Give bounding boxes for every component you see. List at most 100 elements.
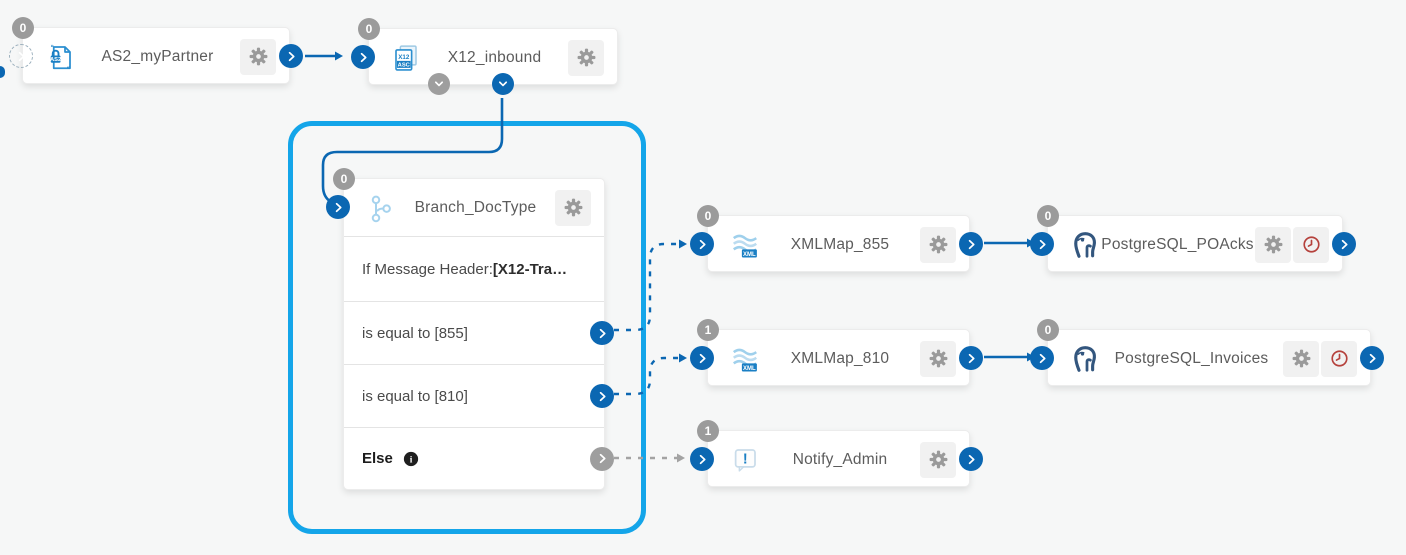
chevron-right-icon xyxy=(968,353,975,363)
chevron-right-icon xyxy=(968,454,975,464)
case-output-port[interactable] xyxy=(590,384,614,408)
execution-count-badge: 1 xyxy=(697,319,719,341)
chevron-right-icon xyxy=(18,51,25,61)
xml-map-icon xyxy=(732,348,759,373)
gear-icon xyxy=(1264,235,1282,254)
execution-count-badge: 0 xyxy=(12,17,34,39)
branch-icon xyxy=(371,195,391,222)
node-branch-doctype[interactable]: 0 Branch_DocType If Message Header: [X12… xyxy=(326,168,614,490)
node-xmlmap-855[interactable]: 0 XMLMap_855 xyxy=(690,205,983,272)
input-port[interactable] xyxy=(690,232,714,256)
as2-document-icon xyxy=(49,42,71,72)
chevron-right-icon xyxy=(968,239,975,249)
execution-count-badge: 1 xyxy=(697,420,719,442)
output-port[interactable] xyxy=(959,232,983,256)
settings-button[interactable] xyxy=(1283,340,1319,377)
input-port[interactable] xyxy=(351,45,375,69)
else-output-port[interactable] xyxy=(590,446,614,471)
gear-icon xyxy=(249,47,267,66)
chevron-right-icon xyxy=(699,353,706,363)
execution-count-badge: 0 xyxy=(1037,319,1059,341)
output-port[interactable] xyxy=(959,447,983,471)
condition-field: [X12-Tra… xyxy=(492,260,568,278)
condition-text: Else xyxy=(362,450,393,467)
node-title: Branch_DocType xyxy=(414,198,537,216)
chevron-right-icon xyxy=(699,454,706,464)
gear-icon xyxy=(929,235,947,254)
input-port[interactable] xyxy=(1030,232,1054,256)
settings-button[interactable] xyxy=(568,39,604,76)
chevron-right-icon xyxy=(360,52,367,62)
node-notify-admin[interactable]: 1 Notify_Admin xyxy=(690,420,983,487)
gear-icon xyxy=(1292,349,1310,368)
settings-button[interactable] xyxy=(240,38,276,75)
input-port[interactable] xyxy=(690,346,714,370)
gear-icon xyxy=(929,349,947,368)
branch-case-855[interactable]: is equal to [855] xyxy=(344,301,614,364)
input-port[interactable] xyxy=(326,195,350,219)
chevron-right-icon xyxy=(1039,239,1046,249)
node-title: XMLMap_810 xyxy=(790,349,890,367)
condition-text: is equal to [855] xyxy=(362,324,468,342)
schedule-button[interactable] xyxy=(1293,226,1329,263)
node-postgresql-invoices[interactable]: 0 PostgreSQL_Invoices xyxy=(1030,319,1384,386)
node-title: PostgreSQL_Invoices xyxy=(1114,349,1269,367)
node-x12-inbound[interactable]: 0 X12_inbound xyxy=(351,18,618,95)
execution-count-badge: 0 xyxy=(333,168,355,190)
chevron-right-icon xyxy=(699,239,706,249)
node-title: PostgreSQL_POAcks xyxy=(1101,235,1254,253)
node-title: Notify_Admin xyxy=(792,450,888,468)
collapse-expander[interactable] xyxy=(428,73,450,95)
branch-case-810[interactable]: is equal to [810] xyxy=(344,364,614,427)
branch-case-else[interactable]: Else xyxy=(344,427,614,489)
input-port[interactable] xyxy=(9,44,33,68)
postgresql-icon xyxy=(1074,231,1096,258)
gear-icon xyxy=(564,198,582,217)
settings-button[interactable] xyxy=(1255,226,1291,263)
execution-count-badge: 0 xyxy=(358,18,380,40)
clock-icon xyxy=(1330,350,1348,367)
chevron-right-icon xyxy=(288,51,295,61)
postgresql-icon xyxy=(1074,345,1096,372)
chevron-right-icon xyxy=(1369,353,1376,363)
node-title: AS2_myPartner xyxy=(101,47,214,65)
output-port[interactable] xyxy=(1332,232,1356,256)
chevron-right-icon xyxy=(335,202,342,212)
xml-map-icon xyxy=(732,234,759,259)
case-output-port[interactable] xyxy=(590,321,614,345)
chevron-right-icon xyxy=(599,391,606,401)
node-title: X12_inbound xyxy=(447,48,542,66)
branch-condition-header: If Message Header: [X12-Tra… xyxy=(344,236,604,301)
output-port[interactable] xyxy=(279,44,303,68)
chevron-right-icon xyxy=(1039,353,1046,363)
condition-text: If Message Header: xyxy=(362,260,493,278)
schedule-button[interactable] xyxy=(1321,340,1357,377)
settings-button[interactable] xyxy=(920,441,956,478)
execution-count-badge: 0 xyxy=(697,205,719,227)
chevron-right-icon xyxy=(1341,239,1348,249)
branch-output-expander[interactable] xyxy=(492,73,514,95)
chevron-right-icon xyxy=(599,453,606,464)
input-port[interactable] xyxy=(690,447,714,471)
output-port[interactable] xyxy=(959,346,983,370)
node-xmlmap-810[interactable]: 1 XMLMap_810 xyxy=(690,319,983,386)
output-port[interactable] xyxy=(1360,346,1384,370)
execution-count-badge: 0 xyxy=(1037,205,1059,227)
condition-text: is equal to [810] xyxy=(362,387,468,405)
node-as2-mypartner[interactable]: 0 AS2_myPartner xyxy=(9,17,303,84)
x12-document-icon xyxy=(395,44,417,71)
node-title: XMLMap_855 xyxy=(790,235,890,253)
gear-icon xyxy=(577,48,595,67)
settings-button[interactable] xyxy=(555,189,591,226)
info-icon[interactable] xyxy=(402,450,420,468)
chevron-right-icon xyxy=(599,328,606,338)
chevron-down-icon xyxy=(434,81,444,87)
settings-button[interactable] xyxy=(920,340,956,377)
input-port[interactable] xyxy=(1030,346,1054,370)
settings-button[interactable] xyxy=(920,226,956,263)
edge-clipped-port-icon xyxy=(0,66,5,78)
alert-bubble-icon xyxy=(734,448,756,472)
gear-icon xyxy=(929,450,947,469)
node-postgresql-poacks[interactable]: 0 PostgreSQL_POAcks xyxy=(1030,205,1356,272)
